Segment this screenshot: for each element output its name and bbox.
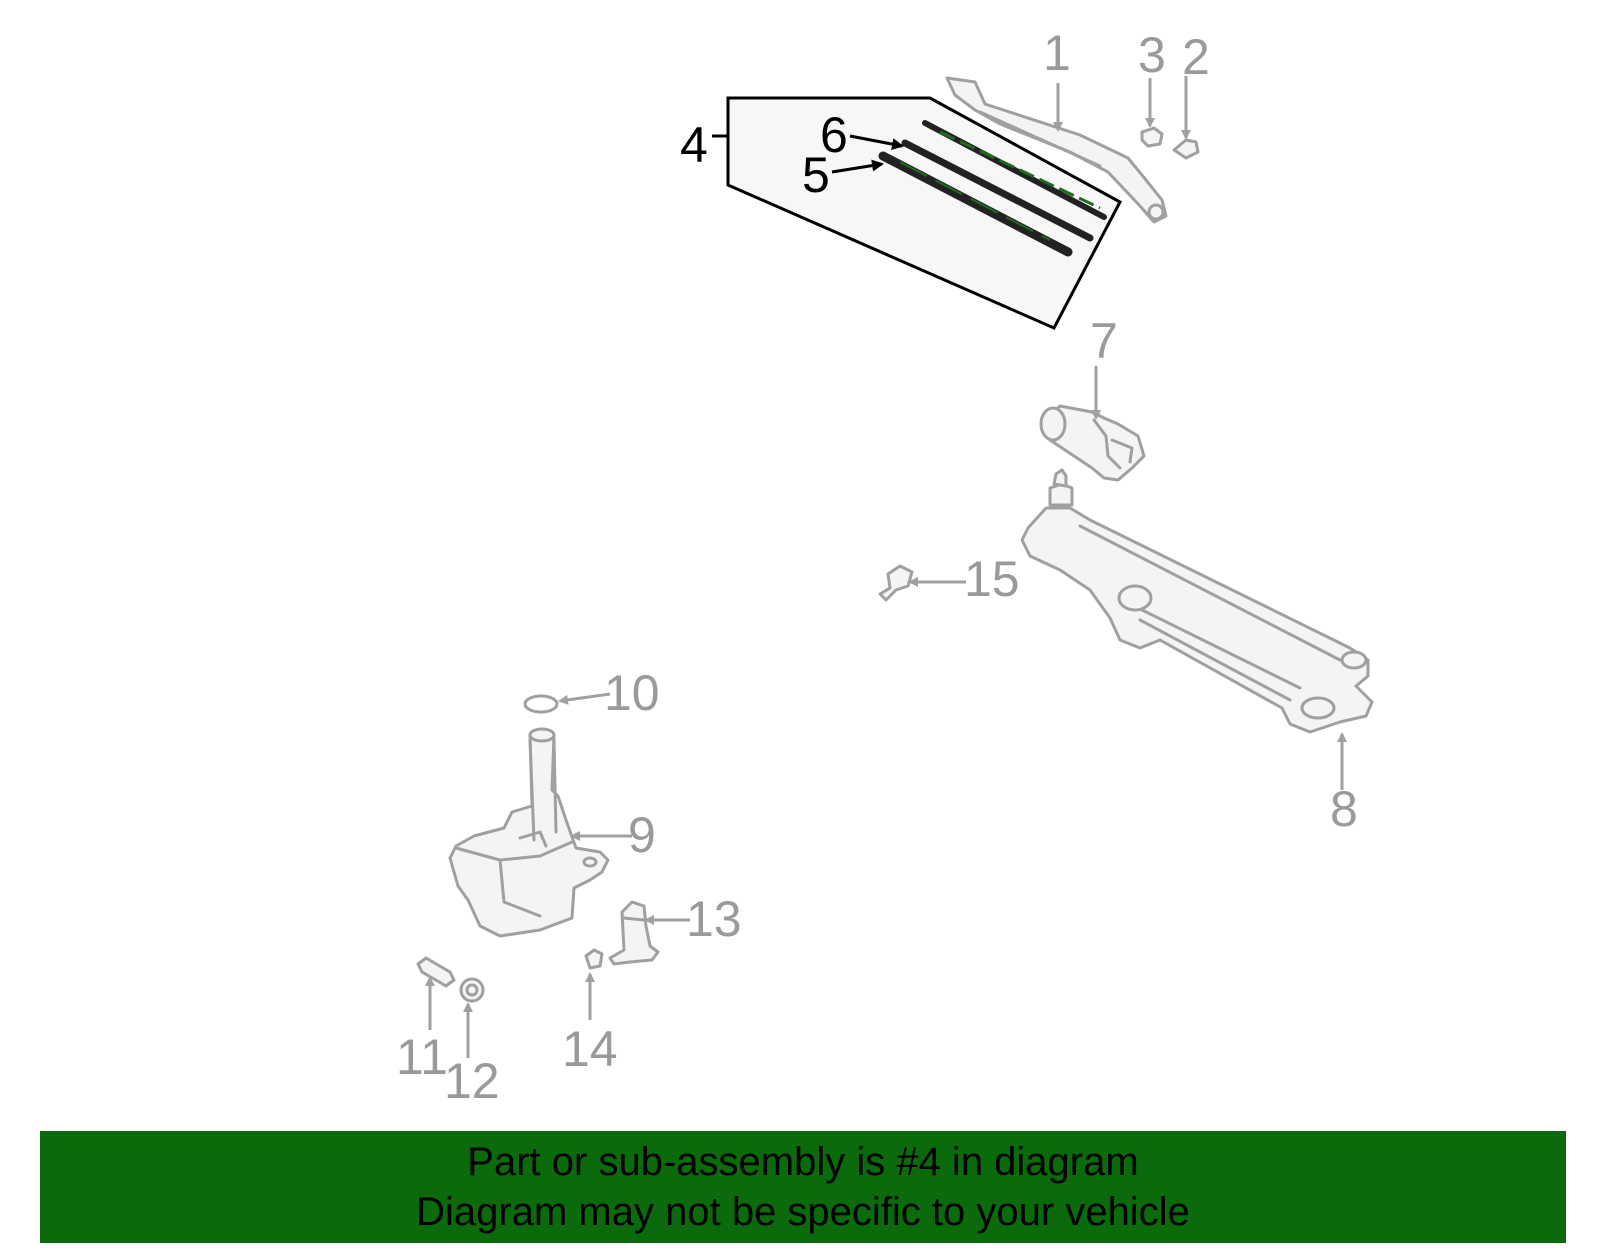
callout-7: 7 xyxy=(1090,313,1118,369)
banner-line-2: Diagram may not be specific to your vehi… xyxy=(416,1190,1190,1234)
highlight-box-part-4[interactable] xyxy=(712,96,1123,330)
wiper-linkage-part-8 xyxy=(1020,468,1374,734)
banner-line-1: Part or sub-assembly is #4 in diagram xyxy=(467,1140,1139,1184)
callout-15: 15 xyxy=(964,551,1020,607)
wiper-motor-part-7 xyxy=(1039,404,1146,482)
callout-13: 13 xyxy=(686,891,742,947)
callout-14: 14 xyxy=(562,1021,618,1077)
info-banner: Part or sub-assembly is #4 in diagram Di… xyxy=(40,1131,1566,1243)
callout-9: 9 xyxy=(628,807,656,863)
washer-pump-part-13 xyxy=(608,900,660,966)
cap-part-2 xyxy=(1172,138,1200,160)
callout-1: 1 xyxy=(1043,25,1071,81)
leader-lines-black xyxy=(831,134,904,174)
callout-11: 11 xyxy=(396,1029,448,1085)
callout-10: 10 xyxy=(604,665,660,721)
callout-3: 3 xyxy=(1138,27,1166,83)
callout-8: 8 xyxy=(1330,781,1358,837)
o-ring-part-10 xyxy=(523,694,559,714)
washer-reservoir-part-9 xyxy=(448,727,610,938)
clip-part-15 xyxy=(878,564,914,602)
callout-6: 6 xyxy=(820,107,848,163)
wiper-blade xyxy=(878,120,1107,257)
callout-5: 5 xyxy=(802,147,830,203)
grommet-part-14 xyxy=(584,948,604,970)
leader-lines xyxy=(425,76,1347,1058)
callout-12: 12 xyxy=(444,1053,500,1109)
grommet-part-12 xyxy=(459,977,485,1003)
nozzle-part-11 xyxy=(416,956,456,988)
callout-4: 4 xyxy=(680,117,708,173)
callout-labels: 1 3 2 4 6 5 7 8 15 10 9 13 14 11 12 xyxy=(396,25,1358,1109)
nut-part-3 xyxy=(1140,126,1164,148)
wiper-arm-part-1 xyxy=(945,76,1168,224)
callout-2: 2 xyxy=(1182,29,1210,85)
